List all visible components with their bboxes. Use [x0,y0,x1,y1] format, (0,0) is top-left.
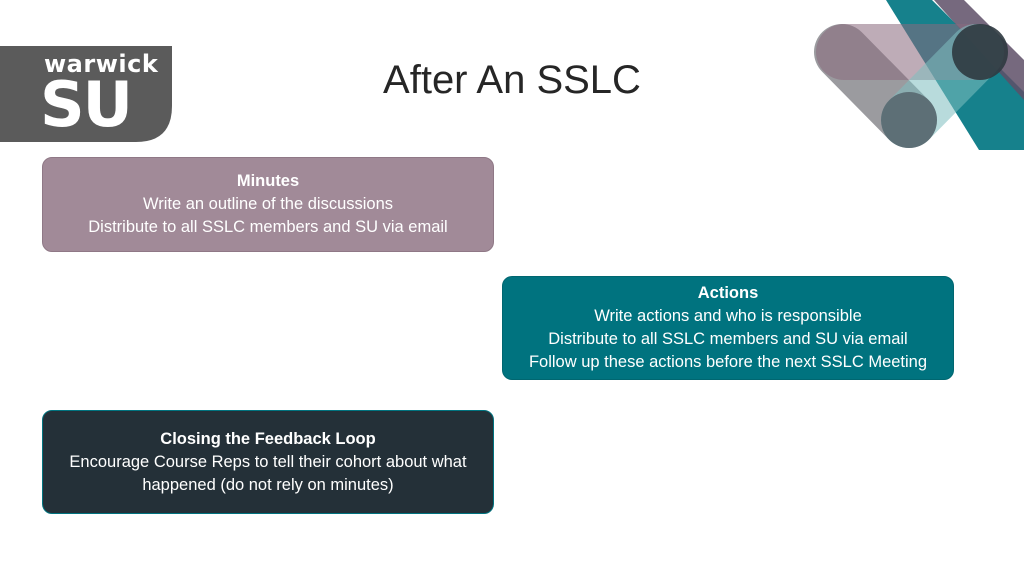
closing-feedback-box: Closing the Feedback Loop Encourage Cour… [42,410,494,514]
minutes-box: Minutes Write an outline of the discussi… [42,157,494,252]
closing-line: Encourage Course Reps to tell their coho… [69,452,467,471]
logo-wordmark: warwick [44,50,159,78]
logo-background [0,46,172,142]
minutes-line: Distribute to all SSLC members and SU vi… [88,218,448,236]
minutes-line: Write an outline of the discussions [142,195,394,213]
closing-heading: Closing the Feedback Loop [160,429,376,448]
actions-line: Follow up these actions before the next … [528,353,928,371]
slide-title: After An SSLC [383,58,641,102]
warwick-su-logo: warwick SU [0,46,172,142]
actions-box: Actions Write actions and who is respons… [502,276,954,380]
minutes-heading: Minutes [236,172,300,190]
logo-letters: SU [40,68,133,141]
actions-heading: Actions [697,284,759,302]
actions-line: Write actions and who is responsible [594,307,862,325]
actions-line: Distribute to all SSLC members and SU vi… [548,330,908,348]
closing-line: happened (do not rely on minutes) [142,475,394,494]
decoration-icon [814,0,1024,150]
